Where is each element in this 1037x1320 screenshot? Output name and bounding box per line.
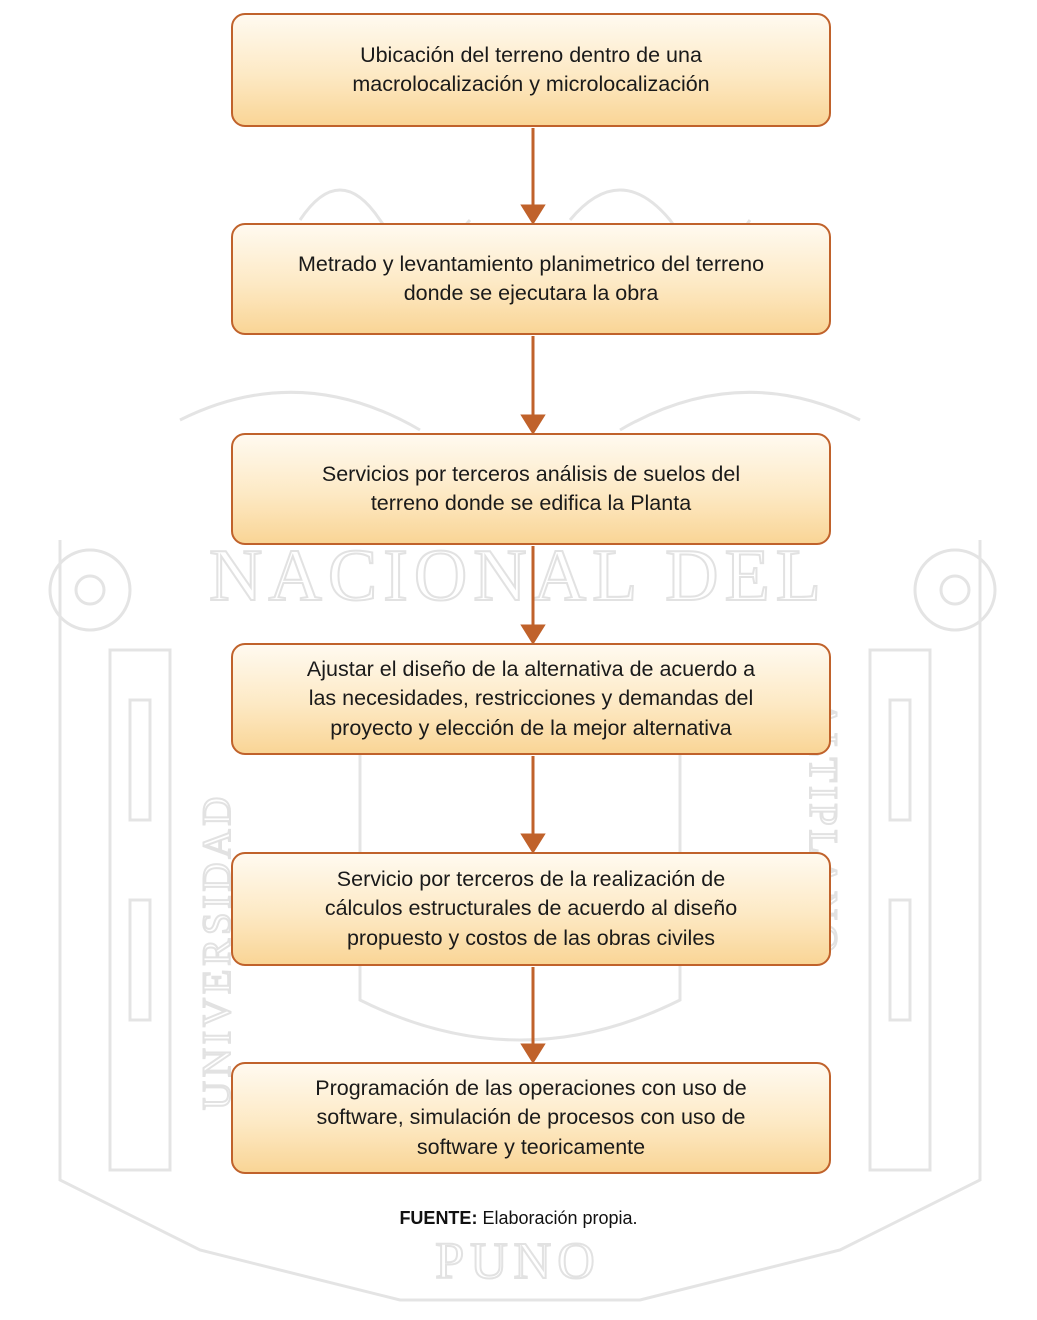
seal-right-eye (913, 548, 997, 632)
watermark-bottom-text: PUNO (435, 1233, 601, 1290)
seal-left-eye (48, 548, 132, 632)
caption-text: Elaboración propia. (477, 1208, 638, 1228)
seal-outline (58, 540, 982, 1302)
caption-label: FUENTE: (399, 1208, 478, 1228)
flow-step-4-text: Ajustar el diseño de la alternativa de a… (306, 657, 756, 740)
arrowhead-1-2 (520, 204, 546, 225)
flow-step-2: Metrado y levantamiento planimetrico del… (231, 223, 831, 335)
flow-step-1-text: Ubicación del terreno dentro de una macr… (352, 42, 710, 96)
arrowhead-5-6 (520, 1043, 546, 1064)
flow-step-6-text: Programación de las operaciones con uso … (315, 1076, 747, 1159)
flow-step-6: Programación de las operaciones con uso … (231, 1062, 831, 1174)
flow-step-5-text: Servicio por terceros de la realización … (324, 867, 738, 950)
flow-step-1: Ubicación del terreno dentro de una macr… (231, 13, 831, 127)
watermark-title: NACIONAL DEL (209, 535, 827, 617)
source-caption: FUENTE: Elaboración propia. (0, 1208, 1037, 1229)
flow-step-3: Servicios por terceros análisis de suelo… (231, 433, 831, 545)
arrowhead-4-5 (520, 833, 546, 854)
flow-step-5: Servicio por terceros de la realización … (231, 852, 831, 966)
arrowhead-3-4 (520, 624, 546, 645)
arrowhead-2-3 (520, 414, 546, 435)
flow-step-3-text: Servicios por terceros análisis de suelo… (321, 461, 741, 515)
flow-step-2-text: Metrado y levantamiento planimetrico del… (297, 251, 765, 305)
flow-step-4: Ajustar el diseño de la alternativa de a… (231, 643, 831, 755)
